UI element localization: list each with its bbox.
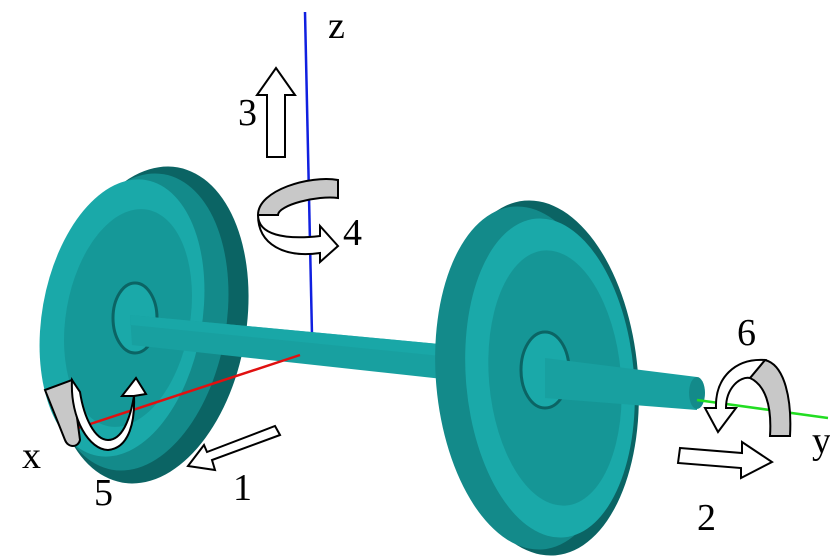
dof1-arrow-icon <box>186 424 282 472</box>
dof2-arrow-icon <box>676 440 774 480</box>
left-wheel <box>39 166 249 484</box>
dof-label-2: 2 <box>697 497 716 539</box>
dof-label-4: 4 <box>343 212 362 254</box>
dof5-rotation-arrow-icon <box>43 376 148 452</box>
dof3-arrow-icon <box>255 66 297 158</box>
z-axis-line <box>303 11 314 336</box>
dof-label-1: 1 <box>233 467 252 509</box>
dof4-rotation-arrow-icon <box>256 178 340 265</box>
x-axis-line <box>71 353 301 432</box>
dof-label-3: 3 <box>238 92 257 134</box>
axle-right-segment <box>545 358 697 410</box>
dof-label-5: 5 <box>94 472 113 514</box>
dof-label-6: 6 <box>737 312 756 354</box>
axle-left-highlight <box>130 315 451 357</box>
axle-end-cap <box>689 377 705 409</box>
z-axis-label: z <box>328 5 345 47</box>
x-axis-label: x <box>22 435 41 477</box>
y-axis-label: y <box>812 420 830 462</box>
dof6-rotation-arrow-icon <box>703 358 792 437</box>
